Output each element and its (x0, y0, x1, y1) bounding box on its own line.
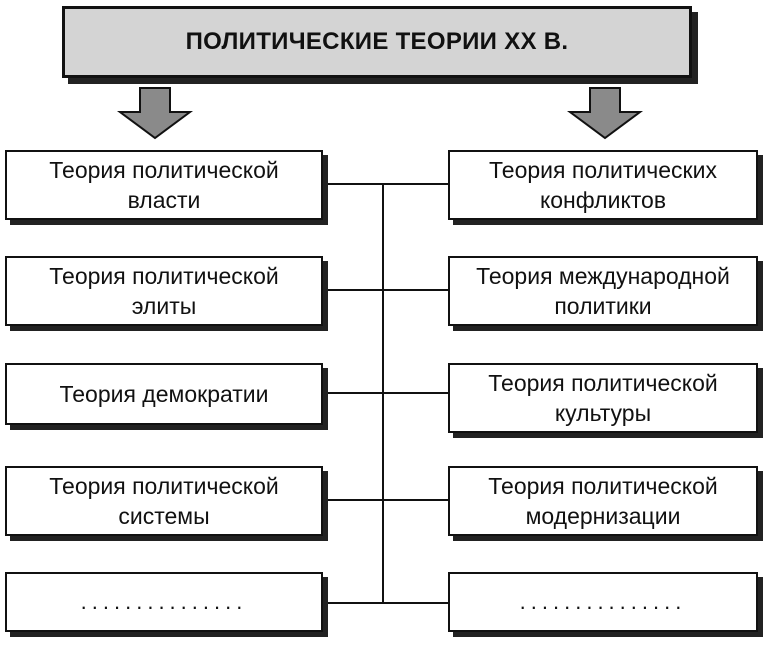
node-right-2-line2: политики (554, 293, 652, 319)
node-left-2-line2: элиты (131, 293, 197, 319)
node-right-1-line2: конфликтов (539, 187, 667, 213)
node-left-1-line2: власти (127, 187, 201, 213)
diagram-title: ПОЛИТИЧЕСКИЕ ТЕОРИИ ХХ В. (62, 6, 692, 78)
right-arrow (566, 87, 644, 140)
node-right-2: Теория международной политики (448, 256, 758, 326)
node-left-3-line1: Теория демократии (59, 381, 269, 407)
node-right-5-line1: ............... (519, 589, 687, 614)
node-right-3-line2: культуры (554, 400, 652, 426)
node-left-5-line1: ............... (80, 589, 248, 614)
node-right-5: ............... (448, 572, 758, 632)
node-right-1: Теория политических конфликтов (448, 150, 758, 220)
node-right-2-line1: Теория международной (476, 263, 730, 289)
node-left-3: Теория демократии (5, 363, 323, 425)
node-left-5: ............... (5, 572, 323, 632)
node-right-1-line1: Теория политических (489, 157, 717, 183)
node-right-3: Теория политической культуры (448, 363, 758, 433)
node-right-3-line1: Теория политической (488, 370, 718, 396)
node-left-2-line1: Теория политической (49, 263, 279, 289)
node-left-4: Теория политической системы (5, 466, 323, 536)
node-left-4-line1: Теория политической (49, 473, 279, 499)
node-left-1-line1: Теория политической (49, 157, 279, 183)
left-arrow (116, 87, 194, 140)
node-right-4-line2: модернизации (525, 503, 681, 529)
node-right-4-line1: Теория политической (488, 473, 718, 499)
node-left-2: Теория политической элиты (5, 256, 323, 326)
node-left-4-line2: системы (118, 503, 210, 529)
node-right-4: Теория политической модернизации (448, 466, 758, 536)
node-left-1: Теория политической власти (5, 150, 323, 220)
